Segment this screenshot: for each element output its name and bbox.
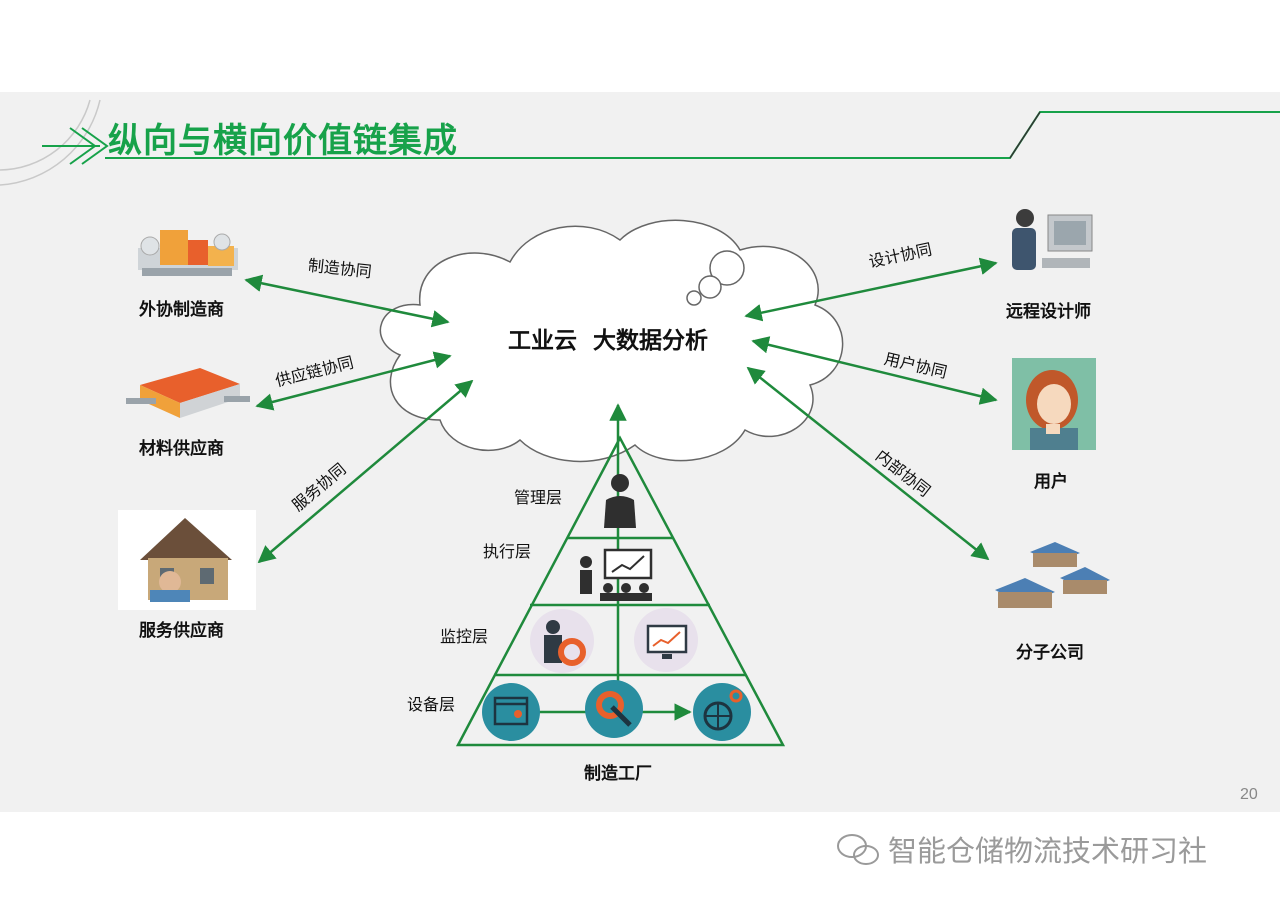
globe-gear-icon — [693, 683, 751, 741]
wechat-icon — [837, 834, 879, 865]
layer-label-monitoring: 监控层 — [440, 627, 489, 646]
node-label-material-supplier: 材料供应商 — [139, 439, 224, 459]
layer-label-equipment: 设备层 — [407, 695, 456, 714]
user-avatar-icon — [1012, 358, 1096, 450]
cloud-shape — [379, 219, 844, 463]
designer-workstation-icon — [1012, 209, 1093, 270]
slide-background — [0, 92, 1280, 812]
factory-pyramid — [455, 435, 786, 747]
layer-label-management: 管理层 — [514, 488, 563, 507]
cloud-label: 工业云 大数据分析 — [508, 328, 709, 354]
watermark-text: 智能仓储物流技术研习社 — [888, 834, 1208, 868]
arrow-internal — [746, 366, 990, 561]
monitor-chart-icon — [634, 608, 698, 672]
warehouse-icon — [126, 368, 250, 418]
arrow-manufacturing — [244, 274, 450, 328]
manager-person-icon — [604, 474, 636, 528]
branch-buildings-icon — [995, 542, 1110, 608]
pyramid-label-factory: 制造工厂 — [584, 764, 652, 784]
engineer-gear-icon — [530, 609, 594, 673]
node-label-branch-company: 分子公司 — [1016, 643, 1084, 663]
node-label-service-supplier: 服务供应商 — [139, 621, 224, 641]
chevron-arrow-icon — [42, 127, 109, 165]
node-label-remote-designer: 远程设计师 — [1006, 302, 1091, 322]
decorative-arcs — [0, 99, 101, 186]
house-photo — [118, 510, 256, 610]
presentation-icon — [580, 548, 653, 601]
device-window-icon — [482, 683, 540, 741]
node-label-user: 用户 — [1034, 472, 1068, 492]
arrow-service — [257, 379, 474, 564]
node-label-outsourcing-manufacturer: 外协制造商 — [139, 300, 224, 320]
arrow-design — [744, 257, 998, 322]
wrench-gear-icon — [585, 680, 643, 738]
layer-label-execution: 执行层 — [483, 542, 532, 561]
factory-icon — [138, 230, 238, 276]
slide-title: 纵向与横向价值链集成 — [108, 121, 458, 161]
page-number: 20 — [1240, 786, 1258, 803]
